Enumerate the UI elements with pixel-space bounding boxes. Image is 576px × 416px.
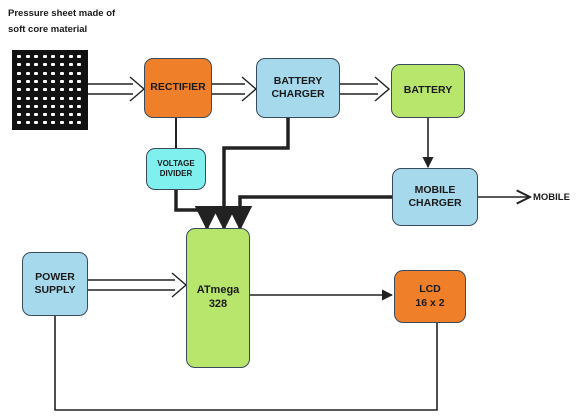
mobile-charger-block: MOBILE CHARGER xyxy=(392,168,478,226)
sheet-dot xyxy=(25,104,30,108)
sheet-dot xyxy=(17,55,21,58)
arrow-powersupply-to-atmega xyxy=(88,272,188,298)
sheet-dot xyxy=(42,63,47,67)
sheet-dot xyxy=(68,55,73,58)
voltage-divider-block: VOLTAGE DIVIDER xyxy=(146,148,206,190)
sheet-dot xyxy=(77,71,82,75)
sheet-dot xyxy=(42,121,47,125)
sheet-dot xyxy=(77,113,82,117)
sheet-dot xyxy=(51,88,56,92)
mobile-output-label: MOBILE xyxy=(533,192,570,203)
sheet-dot xyxy=(25,121,30,125)
sheet-dot xyxy=(68,113,73,117)
sheet-dot xyxy=(51,96,56,100)
sheet-dot xyxy=(60,71,64,75)
sheet-dot xyxy=(42,55,47,58)
sheet-dot xyxy=(34,63,39,67)
sheet-dot xyxy=(60,88,64,92)
arrow-charger-to-battery xyxy=(340,76,391,102)
sheet-dot xyxy=(34,79,39,83)
sheet-dot xyxy=(60,79,64,83)
sheet-dot xyxy=(68,96,73,100)
sheet-dot xyxy=(77,55,82,58)
sheet-dot xyxy=(25,96,30,100)
sheet-dot xyxy=(42,79,47,83)
sheet-dot xyxy=(34,96,39,100)
sheet-dot xyxy=(34,113,39,117)
sheet-dot xyxy=(42,88,47,92)
sheet-dot xyxy=(68,79,73,83)
sheet-dot xyxy=(77,63,82,67)
line-powersupply-to-lcd xyxy=(54,316,438,411)
battery-block: BATTERY xyxy=(391,64,465,118)
sheet-dot xyxy=(34,55,39,58)
sheet-dot xyxy=(17,79,21,83)
sheet-dot xyxy=(25,113,30,117)
sheet-dot xyxy=(51,121,56,125)
sheet-dot xyxy=(68,71,73,75)
sheet-dot xyxy=(34,121,39,125)
sheet-dot xyxy=(17,63,21,67)
sheet-dot xyxy=(25,63,30,67)
rectifier-block: RECTIFIER xyxy=(144,58,212,118)
sheet-label: Pressure sheet made of soft core materia… xyxy=(8,8,116,36)
lcd-block: LCD 16 x 2 xyxy=(394,270,466,323)
sheet-dot xyxy=(77,79,82,83)
sheet-dot xyxy=(17,71,21,75)
sheet-dot xyxy=(60,113,64,117)
sheet-dot xyxy=(42,71,47,75)
sheet-dot xyxy=(60,104,64,108)
sheet-dot xyxy=(17,88,21,92)
power-supply-block: POWER SUPPLY xyxy=(22,252,88,316)
sheet-dot xyxy=(34,88,39,92)
sheet-dot xyxy=(51,63,56,67)
sheet-dot xyxy=(68,121,73,125)
atmega-block: ATmega 328 xyxy=(186,228,250,368)
arrow-charger-to-atmega xyxy=(211,118,290,231)
sheet-dot xyxy=(17,113,21,117)
sheet-dot xyxy=(51,71,56,75)
battery-charger-block: BATTERY CHARGER xyxy=(256,58,340,118)
sheet-dot xyxy=(68,88,73,92)
sheet-dot xyxy=(34,104,39,108)
arrow-rectifier-to-charger xyxy=(212,76,258,102)
sheet-dot xyxy=(77,88,82,92)
sheet-dot xyxy=(68,104,73,108)
sheet-dot xyxy=(42,96,47,100)
arrow-divider-to-atmega xyxy=(174,190,220,231)
sheet-dot xyxy=(17,104,21,108)
sheet-dot xyxy=(60,55,64,58)
sheet-dot xyxy=(77,96,82,100)
sheet-dot xyxy=(17,121,21,125)
sheet-dot xyxy=(34,71,39,75)
sheet-dot xyxy=(60,96,64,100)
pressure-sheet-icon xyxy=(12,50,88,130)
sheet-dot xyxy=(25,55,30,58)
sheet-dot xyxy=(17,96,21,100)
sheet-dot xyxy=(51,55,56,58)
sheet-dot xyxy=(25,79,30,83)
sheet-dot xyxy=(51,79,56,83)
sheet-dot xyxy=(25,71,30,75)
arrow-mobilecharger-to-atmega xyxy=(227,195,392,231)
arrow-sheet-to-rectifier xyxy=(88,76,146,102)
sheet-dot xyxy=(60,63,64,67)
sheet-dot xyxy=(51,104,56,108)
sheet-dot xyxy=(42,104,47,108)
sheet-dot xyxy=(77,121,82,125)
sheet-dot xyxy=(77,104,82,108)
sheet-dot xyxy=(68,63,73,67)
sheet-dot xyxy=(51,113,56,117)
sheet-dot xyxy=(42,113,47,117)
sheet-dot xyxy=(25,88,30,92)
sheet-dot xyxy=(60,121,64,125)
